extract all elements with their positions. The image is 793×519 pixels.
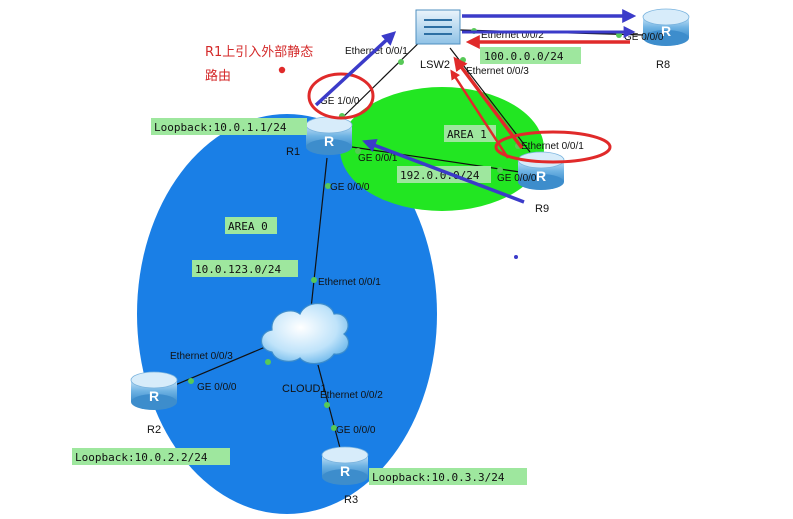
area1-label: AREA 1 — [447, 128, 487, 141]
router-icon: R — [305, 116, 353, 155]
port-lsw2-e001: Ethernet 0/0/1 — [345, 46, 408, 57]
highlight-r9-e001 — [494, 130, 612, 164]
annotation-dot — [278, 66, 286, 74]
port-cloud-e001: Ethernet 0/0/1 — [318, 277, 381, 288]
port-cloud-e002: Ethernet 0/0/2 — [320, 390, 383, 401]
port-r8-ge000: GE 0/0/0 — [624, 32, 664, 43]
router-icon: R — [642, 8, 690, 46]
router-icon: R — [517, 151, 565, 190]
arrow-red-r9-to-lsw2-2 — [450, 69, 510, 159]
router-icon: R — [130, 371, 178, 410]
port-lsw2-e003: Ethernet 0/0/3 — [466, 66, 529, 77]
cloud-icon — [260, 302, 349, 365]
network-10-0-123-label: 10.0.123.0/24 — [195, 263, 281, 276]
lsw2-switch[interactable]: LSW2 — [415, 9, 461, 71]
r2-router[interactable]: R R2 — [130, 371, 178, 436]
svg-text:R: R — [149, 388, 159, 404]
label-bg — [480, 47, 581, 64]
loopback-r3-label: Loopback:10.0.3.3/24 — [372, 471, 505, 484]
r1-router[interactable]: R R1 — [286, 116, 353, 158]
link-r1-lsw2 — [339, 29, 433, 121]
r2-label: R2 — [147, 424, 161, 436]
svg-text:R: R — [661, 23, 671, 39]
label-bg — [151, 118, 307, 135]
arrow-blue-r9-to-r1 — [362, 138, 525, 204]
port-r1-ge100: GE 1/0/0 — [320, 96, 360, 107]
switch-icon — [415, 9, 461, 45]
r1-label: R1 — [286, 146, 300, 158]
lsw2-label: LSW2 — [420, 59, 450, 71]
link-r1-r9 — [351, 146, 521, 173]
svg-text:R: R — [324, 133, 334, 149]
annotation-text: R1上引入外部静态 — [205, 45, 313, 60]
port-cloud-e003: Ethernet 0/0/3 — [170, 351, 233, 362]
label-bg — [192, 260, 298, 277]
r3-label: R3 — [344, 494, 358, 506]
cloud1[interactable]: CLOUD1 — [260, 302, 349, 396]
link-cloud-r2 — [167, 344, 271, 389]
router-icon: R — [321, 446, 369, 485]
link-r1-cloud — [309, 157, 328, 319]
annotation-text: 路由 — [205, 68, 231, 84]
loopback-r1-label: Loopback:10.0.1.1/24 — [154, 121, 287, 134]
network-100-label: 100.0.0.0/24 — [484, 50, 564, 63]
port-r1-ge000: GE 0/0/0 — [330, 182, 370, 193]
label-bg — [72, 448, 230, 465]
port-r9-e001: Ethernet 0/0/1 — [521, 141, 584, 152]
blue-dot — [514, 255, 518, 259]
port-r2-ge000: GE 0/0/0 — [197, 382, 237, 393]
svg-text:R: R — [340, 463, 350, 479]
port-r3-ge000: GE 0/0/0 — [336, 425, 376, 436]
highlight-r1-ge100 — [307, 72, 375, 120]
label-bg — [225, 217, 277, 234]
port-r1-ge001: GE 0/0/1 — [358, 153, 398, 164]
r9-router[interactable]: R R9 — [517, 151, 565, 215]
arrow-red-r9-to-lsw2 — [453, 56, 524, 150]
port-r9-ge000: GE 0/0/0 — [497, 173, 537, 184]
area1-region — [340, 87, 544, 211]
r3-router[interactable]: R R3 — [321, 446, 369, 506]
cloud1-label: CLOUD1 — [282, 383, 327, 395]
arrow-blue-r1-to-lsw2 — [314, 31, 397, 107]
port-lsw2-e002: Ethernet 0/0/2 — [481, 30, 544, 41]
r9-label: R9 — [535, 203, 549, 215]
r8-router[interactable]: R R8 — [642, 8, 690, 71]
loopback-r2-label: Loopback:10.0.2.2/24 — [75, 451, 208, 464]
r8-label: R8 — [656, 59, 670, 71]
label-bg — [444, 125, 496, 142]
label-bg — [369, 468, 527, 485]
svg-text:R: R — [536, 168, 546, 184]
area0-label: AREA 0 — [228, 220, 268, 233]
